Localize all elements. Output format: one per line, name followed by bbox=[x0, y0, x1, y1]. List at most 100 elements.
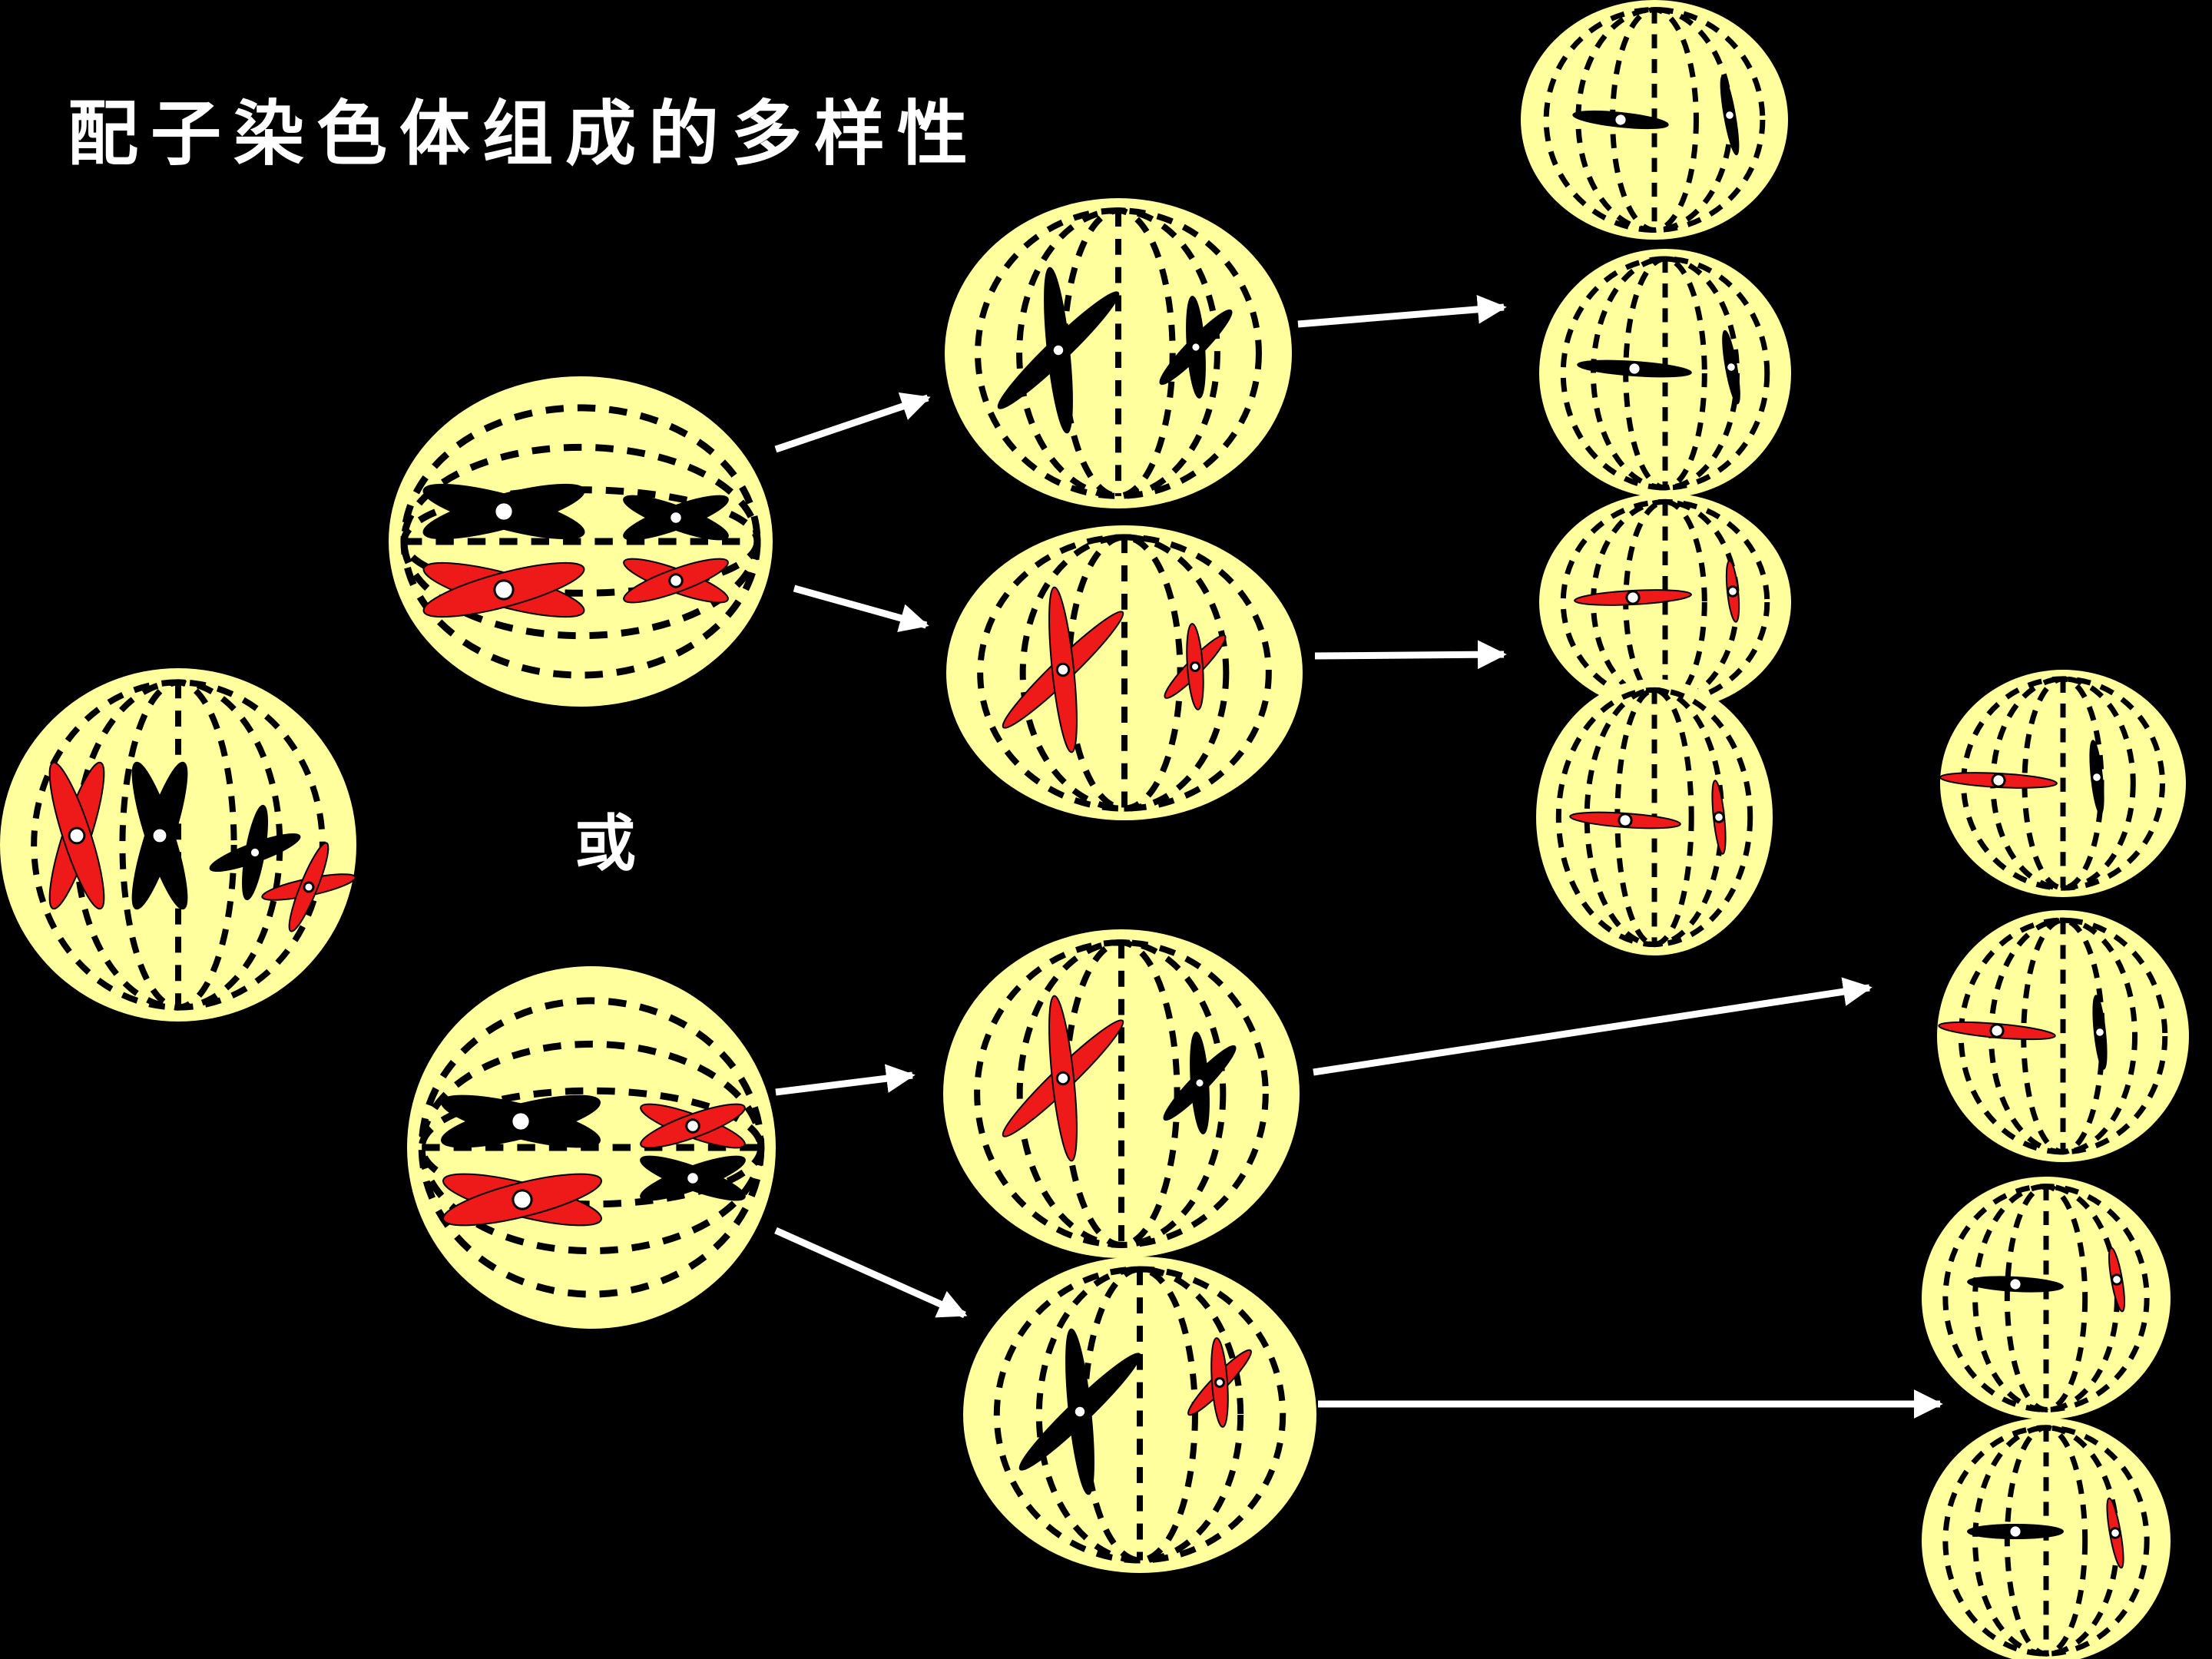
spindle-fiber bbox=[1081, 1266, 1198, 1564]
chromatid bbox=[2092, 995, 2108, 1070]
chromatid bbox=[1967, 1276, 2064, 1293]
spindle-fiber bbox=[418, 1087, 765, 1208]
cell-metaphase-II-top-1 bbox=[945, 198, 1292, 508]
chromatid bbox=[1569, 811, 1681, 830]
arrow-3 bbox=[1297, 294, 1507, 328]
spindle-fiber bbox=[1543, 6, 1766, 233]
chromosome bbox=[48, 761, 105, 910]
centromere bbox=[668, 573, 684, 588]
centromere bbox=[685, 1118, 700, 1134]
centromere bbox=[1724, 109, 1736, 121]
chromatid bbox=[1939, 772, 2058, 789]
centromere bbox=[493, 579, 515, 601]
chromatid bbox=[1720, 75, 1740, 156]
chromosome bbox=[1187, 1337, 1252, 1428]
centromere bbox=[303, 881, 315, 893]
cell-metaphase-II-top-2 bbox=[946, 525, 1303, 820]
centromere bbox=[2091, 771, 2103, 783]
centromere bbox=[1613, 112, 1628, 127]
chromosome bbox=[209, 804, 301, 901]
chromatid bbox=[1574, 589, 1692, 606]
chromosome bbox=[623, 558, 729, 604]
centromere bbox=[1725, 361, 1737, 373]
arrow-1 bbox=[774, 392, 931, 453]
centromere bbox=[151, 826, 169, 845]
cell-gamete-2 bbox=[1539, 249, 1791, 498]
centromere bbox=[1713, 811, 1725, 823]
chromatid bbox=[1577, 359, 1692, 378]
cell-gamete-8 bbox=[1922, 1418, 2171, 1659]
arrow-7 bbox=[1313, 977, 1873, 1076]
centromere bbox=[1618, 813, 1633, 828]
arrow-4 bbox=[1314, 640, 1507, 670]
cell-metaphase-I-bottom bbox=[407, 966, 776, 1329]
arrow-2 bbox=[793, 584, 929, 633]
chromosome bbox=[131, 761, 188, 910]
spindle-fiber bbox=[1019, 534, 1230, 812]
chromosome bbox=[640, 1103, 746, 1149]
arrow-6 bbox=[774, 1227, 968, 1319]
spindle-fibers bbox=[974, 939, 1269, 1248]
chromosome bbox=[997, 267, 1120, 434]
centromere bbox=[1991, 773, 2006, 788]
chromatid bbox=[1572, 110, 1669, 130]
chromatid bbox=[2089, 740, 2104, 815]
chromatid bbox=[1725, 560, 1740, 623]
chromosome bbox=[1002, 995, 1124, 1162]
or-label: 或 bbox=[575, 807, 636, 879]
centromere bbox=[1194, 1077, 1206, 1089]
centromere bbox=[68, 826, 86, 845]
page-title: 配子染色体组成的多样性 bbox=[68, 92, 981, 175]
spindle-fiber bbox=[1035, 1266, 1244, 1564]
centromere bbox=[1051, 343, 1066, 358]
chromatid bbox=[2108, 1247, 2126, 1313]
centromere bbox=[512, 1189, 533, 1210]
chromosome bbox=[261, 842, 356, 932]
chromosome bbox=[422, 483, 585, 540]
centromere bbox=[1214, 1377, 1225, 1388]
chromosome bbox=[1018, 1328, 1141, 1495]
chromosome bbox=[623, 495, 729, 541]
centromere bbox=[1727, 585, 1739, 598]
centromere bbox=[685, 1171, 700, 1186]
chromatid bbox=[1722, 329, 1740, 405]
spindle-fiber bbox=[1560, 256, 1770, 491]
chromosome bbox=[1163, 1031, 1237, 1134]
centromere bbox=[1055, 1071, 1071, 1086]
cell-gamete-7 bbox=[1922, 1177, 2171, 1419]
cell-metaphase-II-bottom-2 bbox=[963, 1257, 1316, 1573]
chromatid bbox=[1967, 1524, 2064, 1539]
cell-gamete-4 bbox=[1536, 679, 1773, 955]
chromosome bbox=[422, 561, 585, 618]
centromere bbox=[510, 1111, 531, 1132]
cell-gamete-1 bbox=[1521, 0, 1788, 240]
cell-metaphase-I-top bbox=[389, 376, 773, 707]
chromosome bbox=[442, 1173, 602, 1227]
chromosome bbox=[640, 1155, 746, 1201]
cell-parent bbox=[0, 668, 356, 1022]
chromatid bbox=[2106, 1497, 2124, 1569]
cell-membrane bbox=[0, 668, 356, 1022]
centromere bbox=[493, 501, 515, 522]
centromere bbox=[1055, 662, 1071, 677]
centromere bbox=[2111, 1273, 2123, 1286]
centromere bbox=[1072, 1404, 1088, 1419]
arrow-5 bbox=[775, 1064, 916, 1096]
centromere bbox=[1190, 341, 1202, 353]
spindle-fibers bbox=[418, 997, 765, 1298]
centromere bbox=[2094, 1026, 2106, 1038]
spindle-fibers bbox=[993, 1266, 1286, 1564]
chromosome bbox=[1159, 296, 1233, 399]
cell-metaphase-II-bottom-1 bbox=[943, 929, 1300, 1258]
spindle-fiber bbox=[1958, 917, 2168, 1155]
cell-gamete-3 bbox=[1539, 493, 1791, 711]
cell-gamete-5 bbox=[1939, 670, 2186, 897]
spindle-fiber bbox=[975, 207, 1262, 499]
centromere bbox=[1190, 661, 1200, 672]
centromere bbox=[248, 846, 262, 859]
cell-membrane bbox=[946, 525, 1303, 820]
chromosome bbox=[1002, 586, 1124, 753]
centromere bbox=[2008, 1277, 2023, 1292]
